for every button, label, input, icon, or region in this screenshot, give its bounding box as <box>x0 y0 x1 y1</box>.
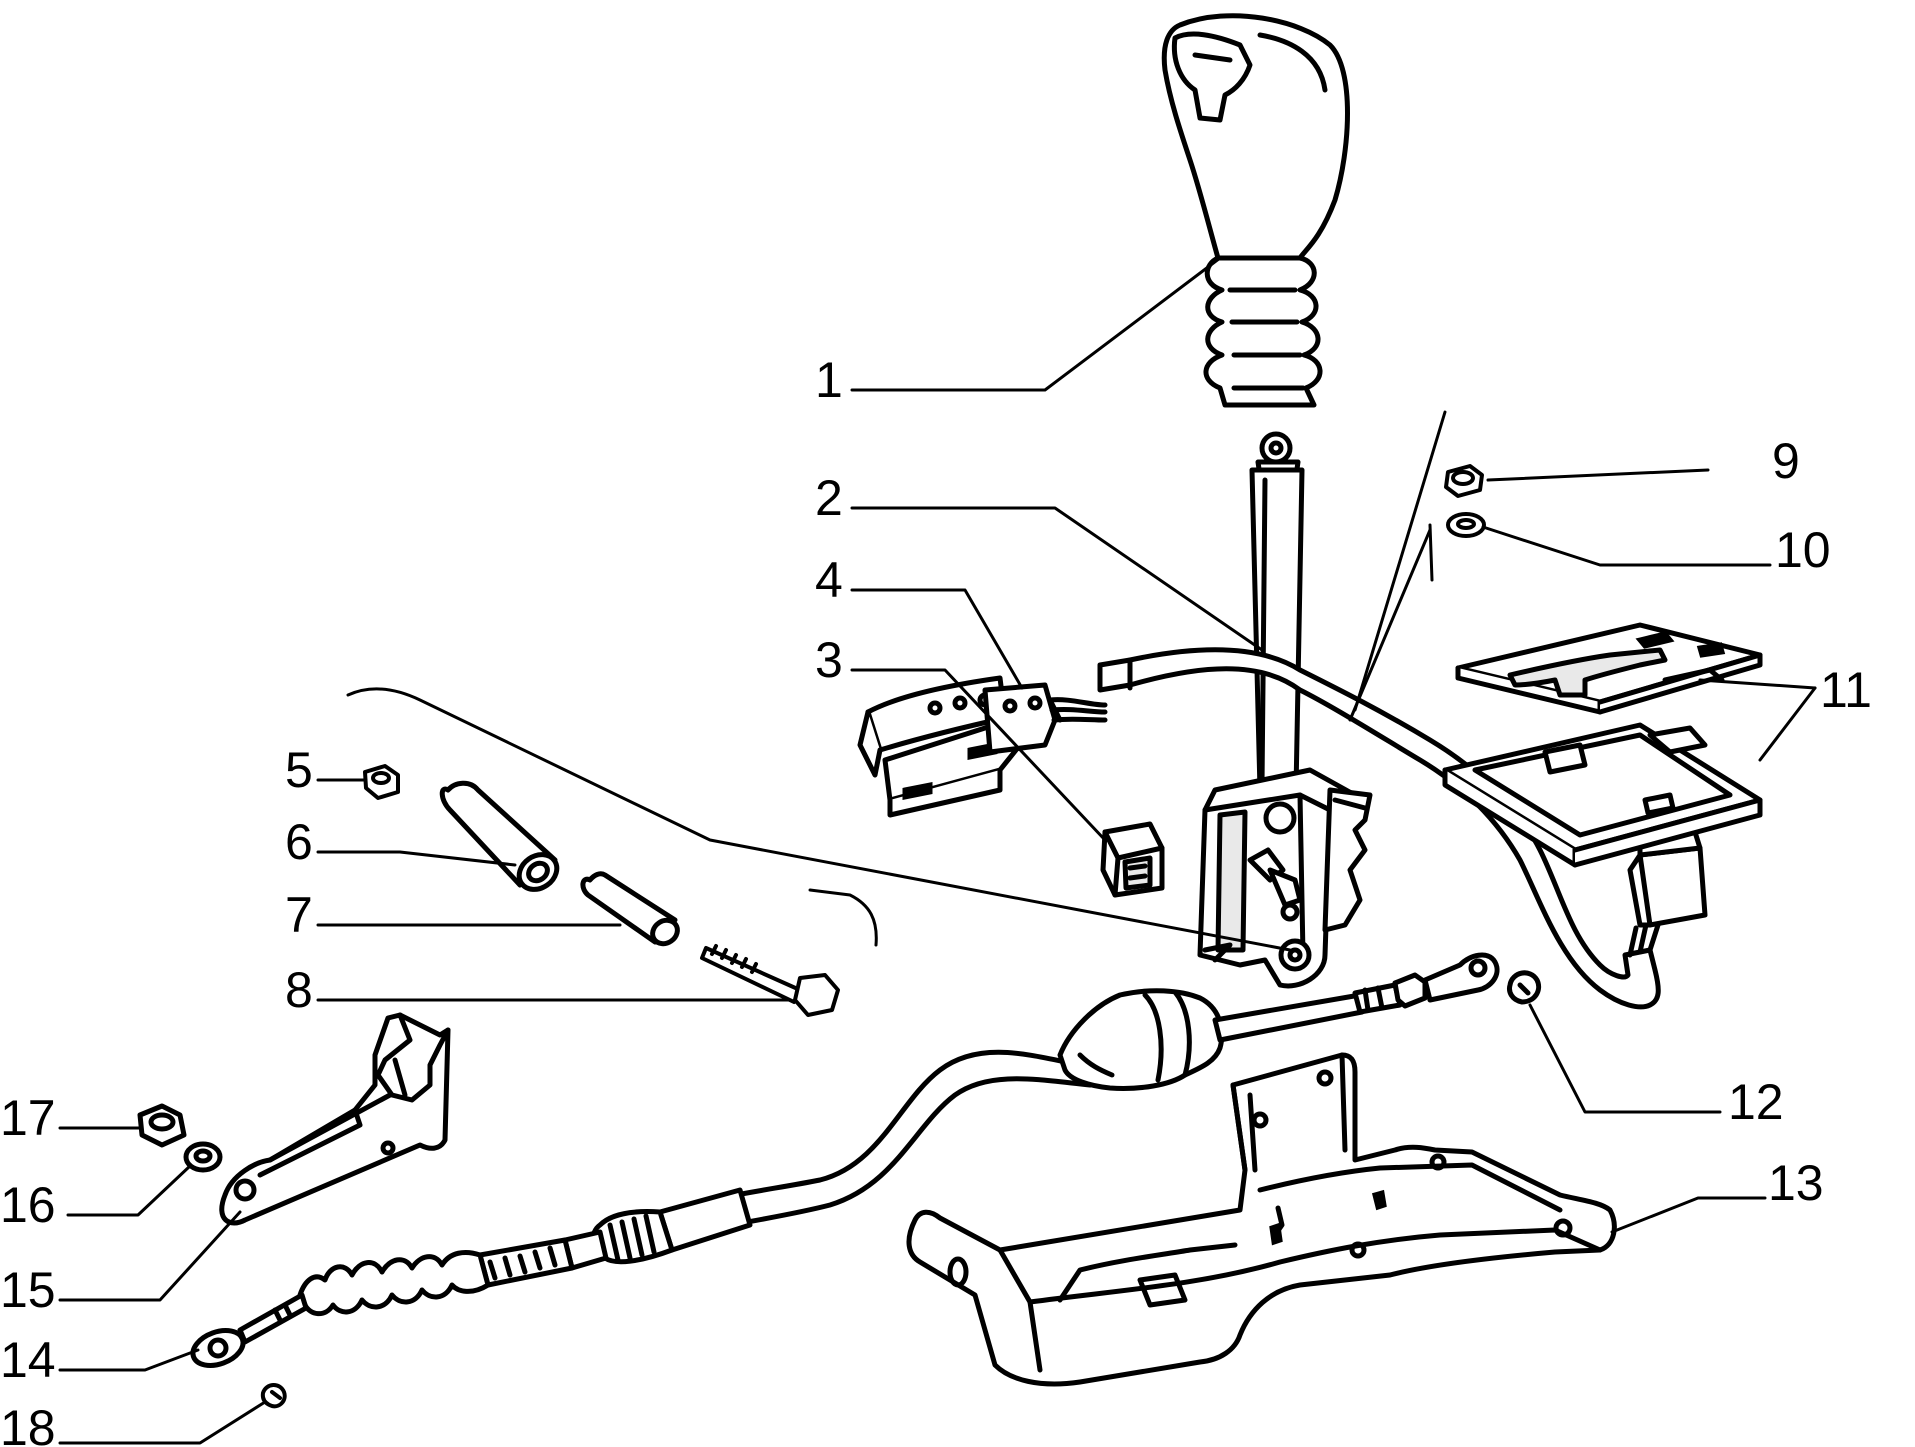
leader-18 <box>58 1400 267 1445</box>
callout-1: 1 <box>815 352 843 408</box>
wiring-harness <box>857 647 1708 1010</box>
callout-6: 6 <box>285 814 313 870</box>
callout-9: 9 <box>1772 433 1800 489</box>
callout-11: 11 <box>1820 662 1872 718</box>
leader-14 <box>58 1348 200 1372</box>
leader-6 <box>316 850 517 867</box>
switch-connector <box>1100 821 1165 898</box>
leader-11a <box>1698 678 1817 690</box>
callout-12: 12 <box>1728 1074 1784 1130</box>
callout-14: 14 <box>0 1332 56 1388</box>
callout-5: 5 <box>285 742 313 798</box>
leader-11b <box>1758 686 1817 762</box>
leader-9 <box>1486 468 1710 482</box>
leader-2 <box>850 506 1264 652</box>
callout-16: 16 <box>0 1177 56 1233</box>
nut-17 <box>137 1103 187 1148</box>
callout-17: 17 <box>0 1090 56 1146</box>
selector-plate-assembly <box>1442 622 1763 868</box>
callout-leaders <box>58 256 1817 1445</box>
gear-knob <box>1161 13 1350 408</box>
leader-4 <box>850 588 1024 690</box>
leader-15 <box>58 1210 242 1302</box>
callout-15: 15 <box>0 1262 56 1318</box>
guide-lines <box>346 410 1447 952</box>
callout-7: 7 <box>285 887 313 943</box>
callout-4: 4 <box>815 552 843 608</box>
callout-3: 3 <box>815 632 843 688</box>
leader-13 <box>1610 1196 1767 1234</box>
callout-8: 8 <box>285 962 313 1018</box>
bush-7 <box>580 871 680 947</box>
leader-3 <box>850 668 1107 842</box>
clip-18 <box>260 1383 287 1409</box>
shift-cable <box>190 1049 1093 1368</box>
bolt-8 <box>700 944 840 1017</box>
gear-lever-assembly <box>1197 431 1373 989</box>
callout-10: 10 <box>1775 522 1831 578</box>
washer-16 <box>183 1141 223 1173</box>
bracket-15 <box>219 1012 451 1226</box>
leader-10 <box>1481 525 1772 567</box>
nut-5 <box>363 764 400 800</box>
washer-10 <box>1446 512 1486 538</box>
leader-1 <box>850 256 1222 392</box>
callout-18: 18 <box>0 1400 56 1447</box>
leader-12 <box>1528 1003 1722 1114</box>
support-bracket <box>906 1052 1617 1387</box>
callout-13: 13 <box>1768 1155 1824 1211</box>
callout-labels: 1 2 3 4 5 6 7 8 9 10 11 12 13 14 15 16 1… <box>0 352 1872 1447</box>
cable-boot <box>1057 952 1500 1091</box>
callout-2: 2 <box>815 470 843 526</box>
sleeve-6 <box>439 780 560 892</box>
leader-16 <box>66 1164 192 1217</box>
clip-12 <box>1507 970 1542 1005</box>
nut-9 <box>1444 464 1484 498</box>
